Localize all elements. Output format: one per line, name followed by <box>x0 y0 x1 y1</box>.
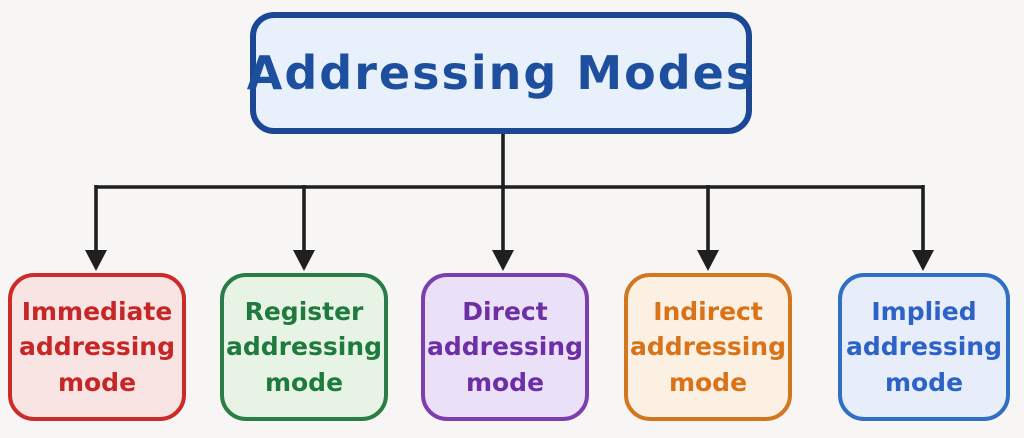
node-label-line: addressing <box>630 332 786 362</box>
node-immediate-addressing-mode: Immediate addressing mode <box>8 273 186 421</box>
node-direct-addressing-mode: Direct addressing mode <box>421 273 589 421</box>
node-label-line: addressing <box>226 332 382 362</box>
arrow-down-icon <box>85 250 107 271</box>
node-label-line: Immediate <box>21 296 173 326</box>
node-label-line: Implied <box>871 296 977 326</box>
root-node-addressing-modes: Addressing Modes <box>246 12 756 134</box>
node-label-line: addressing <box>846 332 1002 362</box>
arrow-down-icon <box>912 250 934 271</box>
node-register-addressing-mode: Register addressing mode <box>220 273 388 421</box>
node-label-line: mode <box>264 367 344 397</box>
arrow-down-icon <box>492 250 514 271</box>
node-implied-addressing-mode: Implied addressing mode <box>838 273 1010 421</box>
node-label-line: Register <box>244 296 364 326</box>
node-label-line: Indirect <box>653 296 763 326</box>
node-label-line: addressing <box>427 332 583 362</box>
node-label-line: Direct <box>462 296 548 326</box>
node-label-line: mode <box>465 367 545 397</box>
root-node-label: Addressing Modes <box>246 46 756 100</box>
node-indirect-addressing-mode: Indirect addressing mode <box>624 273 792 421</box>
node-label-line: addressing <box>19 332 175 362</box>
arrow-down-icon <box>697 250 719 271</box>
node-label-line: mode <box>57 367 137 397</box>
arrow-down-icon <box>293 250 315 271</box>
node-label-line: mode <box>884 367 964 397</box>
node-label-line: mode <box>668 367 748 397</box>
